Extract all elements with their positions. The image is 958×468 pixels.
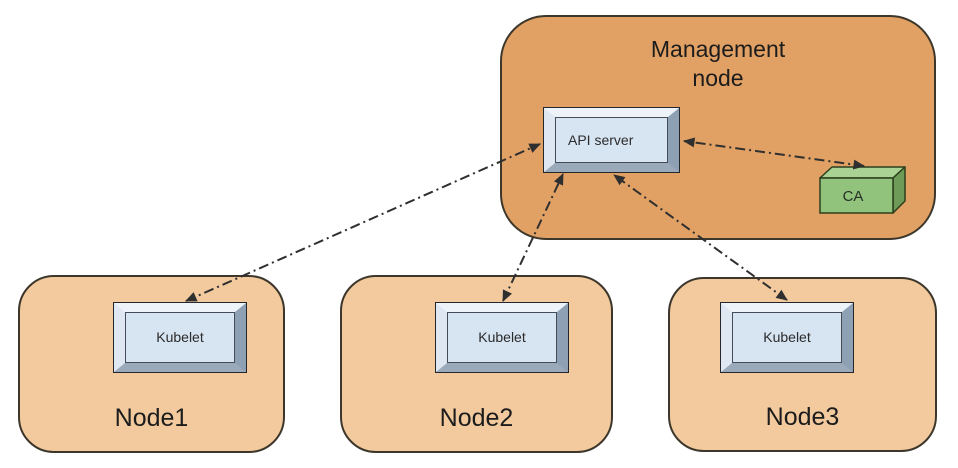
node2-label: Node2: [439, 404, 514, 432]
ca-box: CA: [819, 166, 906, 214]
kubelet-node2-bevel: Kubelet: [436, 303, 568, 372]
kubelet-node1-label: Kubelet: [125, 312, 235, 363]
api-server-bevel: API server: [544, 108, 679, 172]
kubelet-node3-bevel: Kubelet: [721, 303, 853, 372]
ca-top-face: [819, 166, 906, 179]
kubelet-node1-box: Kubelet: [113, 302, 247, 373]
management-node-title: Management node: [650, 36, 786, 91]
node1-box: Kubelet Node1: [18, 275, 285, 453]
management-node-box: Management node API server CA: [500, 15, 936, 240]
kubelet-node3-box: Kubelet: [720, 302, 854, 373]
ca-front-face: [819, 177, 894, 214]
kubelet-node1-bevel: Kubelet: [114, 303, 246, 372]
api-server-label: API server: [555, 117, 668, 163]
kubelet-node3-label: Kubelet: [732, 312, 842, 363]
kubelet-node2-box: Kubelet: [435, 302, 569, 373]
node3-label: Node3: [765, 403, 840, 431]
node3-box: Kubelet Node3: [668, 277, 937, 452]
ca-label: CA: [843, 188, 864, 205]
kubelet-node2-label: Kubelet: [447, 312, 557, 363]
node2-box: Kubelet Node2: [340, 275, 613, 453]
node1-label: Node1: [114, 404, 189, 432]
api-server-box: API server: [543, 107, 680, 173]
